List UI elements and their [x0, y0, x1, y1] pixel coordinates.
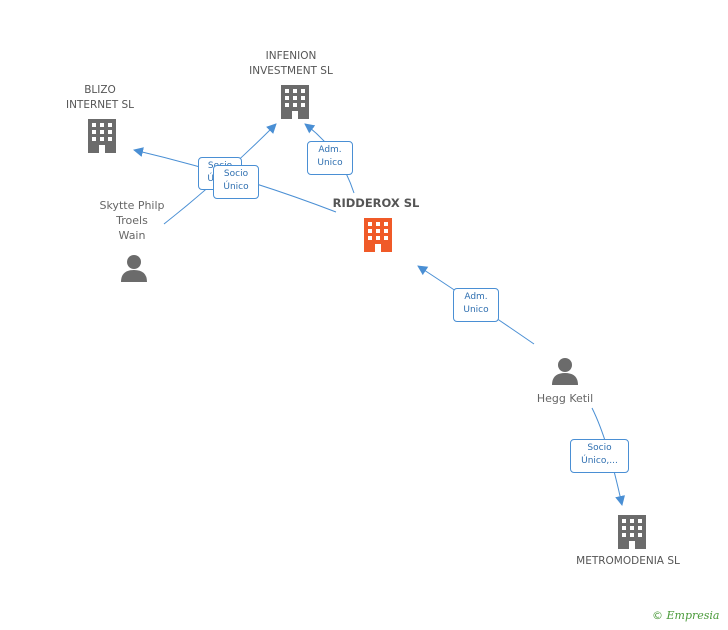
edge-label-line: Único,... [581, 456, 618, 466]
building-icon [618, 515, 646, 549]
node-label-line: INTERNET SL [65, 99, 135, 111]
edge-label-line: Único [223, 182, 249, 192]
node-label-skytte[interactable]: Skytte Philp Troels Wain [82, 198, 182, 243]
brand-logo[interactable]: © Empresia [652, 609, 720, 622]
edge-label-line: Adm. [318, 145, 342, 155]
node-label-blizo[interactable]: BLIZO INTERNET SL [50, 83, 150, 113]
edge-label-hegg-metromodenia[interactable]: Socio Único,... [570, 439, 629, 473]
edge-label-skytte-infenion[interactable]: Socio Único [213, 165, 259, 199]
building-icon [281, 85, 309, 119]
node-label-line: BLIZO [84, 84, 116, 96]
copyright-icon: © [652, 609, 663, 622]
building-icon [88, 119, 116, 153]
node-label-hegg[interactable]: Hegg Ketil [536, 392, 594, 405]
node-label-line: Troels [116, 214, 148, 227]
brand-name: Empresia [666, 609, 720, 622]
person-icon [552, 358, 578, 385]
edge-label-line: Unico [317, 158, 343, 168]
node-label-ridderox[interactable]: RIDDEROX SL [332, 196, 420, 210]
edge-label-line: Socio [587, 443, 612, 453]
edge-label-ridderox-infenion[interactable]: Adm. Unico [307, 141, 353, 175]
node-label-line: INFENION [265, 50, 317, 62]
node-label-line: INVESTMENT SL [249, 65, 333, 77]
building-icon [364, 218, 392, 252]
node-label-metromodenia[interactable]: METROMODENIA SL [576, 555, 680, 567]
node-label-line: Wain [118, 229, 146, 242]
node-label-line: Skytte Philp [99, 199, 165, 212]
edge-label-line: Adm. [464, 292, 488, 302]
node-label-infenion[interactable]: INFENION INVESTMENT SL [236, 49, 346, 79]
edge-label-hegg-ridderox[interactable]: Adm. Unico [453, 288, 499, 322]
edge-label-line: Unico [463, 305, 489, 315]
person-icon [121, 255, 147, 282]
edge-label-line: Socio [223, 169, 249, 179]
